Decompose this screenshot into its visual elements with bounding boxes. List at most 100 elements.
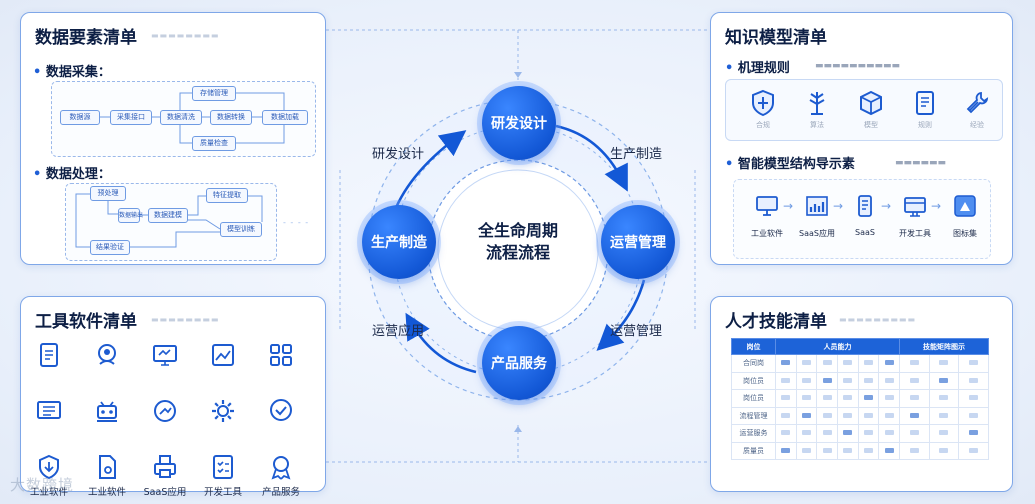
skill-bar-icon: [939, 377, 949, 383]
skill-bar-icon: [864, 360, 874, 366]
skill-bar-icon: [802, 412, 811, 418]
skill-bar-icon: [781, 430, 791, 436]
talent-cell: [958, 354, 989, 373]
cycle-node-operations[interactable]: 运营管理: [601, 205, 675, 279]
tool-item[interactable]: [136, 396, 194, 440]
cycle-node-product[interactable]: 产品服务: [482, 326, 556, 400]
talent-cell: [928, 441, 960, 460]
tool-item[interactable]: [20, 396, 78, 440]
tool-item[interactable]: [78, 340, 136, 384]
talent-cell: [857, 389, 880, 408]
tools-grid: 工业软件 工业软件 SaaS应用 开发工具 产品服务: [20, 340, 310, 498]
talent-cell: [857, 424, 880, 443]
talent-cell: [775, 441, 797, 460]
ring-label-bottom-left: 运营应用: [372, 324, 425, 339]
tool-label: SaaS应用: [143, 487, 187, 498]
skill-bar-icon: [939, 360, 949, 366]
talent-cell: [958, 389, 989, 408]
toolbox-icon: [904, 197, 926, 217]
collect-node: 数据加载: [262, 110, 308, 125]
data-elements-panel: 数据要素清单 ▬▬▬▬▬▬▬▬ 数据采集： 数据源 采集接口 数据清洗 数据转换…: [20, 12, 326, 265]
watermark-logo: 大数跨境: [10, 476, 75, 494]
talent-cell: [837, 441, 859, 460]
tool-item[interactable]: [194, 396, 252, 440]
talent-cell: [899, 406, 930, 425]
rules-label: 规则: [918, 121, 932, 129]
arch-box: [733, 179, 991, 259]
tools-panel-title: 工具软件清单: [35, 312, 137, 332]
data-panel-title: 数据要素清单: [35, 28, 137, 48]
tools-panel-subtitle: ▬▬▬▬▬▬▬▬: [151, 315, 220, 324]
talent-cell: [958, 424, 989, 443]
talent-cell: [775, 424, 797, 443]
cycle-node-research[interactable]: 研发设计: [482, 86, 556, 160]
skill-bar-icon: [781, 377, 791, 383]
cycle-center-line2: 流程流程: [485, 243, 550, 262]
tool-item[interactable]: [194, 340, 252, 384]
talent-header: 技能矩阵图示: [899, 338, 989, 355]
arch-item[interactable]: SaaS应用: [791, 193, 843, 239]
arch-item[interactable]: SaaS: [839, 193, 891, 237]
talent-header: 岗位: [731, 338, 776, 355]
tool-item[interactable]: [252, 340, 310, 384]
talent-row-label: 流程管理: [731, 406, 776, 425]
rules-item[interactable]: 模型: [848, 80, 894, 130]
tool-item[interactable]: [136, 340, 194, 384]
arch-item[interactable]: 工业软件: [741, 193, 793, 239]
tree-icon: [809, 92, 825, 115]
rules-label: 合规: [756, 121, 770, 129]
rules-item[interactable]: 合规: [740, 80, 786, 130]
skill-bar-icon: [864, 430, 874, 436]
arch-arrow-icon: →: [783, 199, 794, 213]
rules-item[interactable]: 规则: [902, 80, 948, 130]
arch-label: 开发工具: [899, 229, 931, 238]
talent-cell: [928, 406, 960, 425]
clipboard-icon: [40, 343, 58, 367]
tool-item[interactable]: 开发工具: [194, 452, 252, 498]
talent-cell: [816, 424, 839, 443]
skill-bar-icon: [939, 447, 949, 453]
talent-cell: [816, 389, 839, 408]
process-flow: 预处理 特征提取 数据建模 模型训练 结果验证 数据输出: [65, 183, 277, 261]
tool-item[interactable]: 工业软件: [20, 452, 78, 498]
talent-cell: [837, 406, 859, 425]
skill-bar-icon: [822, 360, 832, 366]
skill-bar-icon: [843, 377, 853, 383]
tool-item[interactable]: [78, 396, 136, 440]
process-arrows: [75, 193, 263, 248]
skill-bar-icon: [909, 395, 919, 401]
skill-bar-icon: [781, 412, 791, 418]
talent-cell: [837, 389, 859, 408]
rules-item[interactable]: 算法: [794, 80, 840, 130]
arch-item[interactable]: 开发工具: [889, 193, 941, 239]
tool-item[interactable]: 工业软件: [78, 452, 136, 498]
ring-label-bottom-right: 运营管理: [610, 324, 663, 339]
tool-item[interactable]: 产品服务: [252, 452, 310, 498]
tool-item[interactable]: SaaS应用: [136, 452, 194, 498]
check-badge-icon: [270, 399, 292, 421]
tool-item[interactable]: [252, 396, 310, 440]
skill-bar-icon: [781, 395, 791, 401]
tool-item[interactable]: [20, 340, 78, 384]
graph-cube-icon: [954, 195, 976, 217]
skill-bar-icon: [909, 360, 919, 366]
cycle-center-title: 全生命周期 流程流程: [470, 220, 566, 264]
talent-cell: [775, 389, 797, 408]
arch-item[interactable]: 图标集: [939, 193, 991, 239]
talent-cell: [878, 371, 901, 390]
collect-node: 质量检查: [192, 136, 236, 151]
talent-cell: [958, 406, 989, 425]
talent-cell: [816, 406, 839, 425]
cycle-node-production[interactable]: 生产制造: [362, 205, 436, 279]
talent-row-label: 合同岗: [731, 354, 776, 373]
skill-bar-icon: [864, 395, 874, 401]
talent-row-label: 运营服务: [731, 424, 776, 443]
skill-bar-icon: [939, 412, 949, 418]
rules-item[interactable]: 经验: [954, 80, 1000, 130]
talent-cell: [775, 406, 797, 425]
skill-bar-icon: [802, 447, 811, 453]
process-node: 结果验证: [90, 240, 130, 255]
tablet-icon: [858, 195, 872, 217]
skill-bar-icon: [843, 395, 853, 401]
talent-cell: [795, 406, 818, 425]
